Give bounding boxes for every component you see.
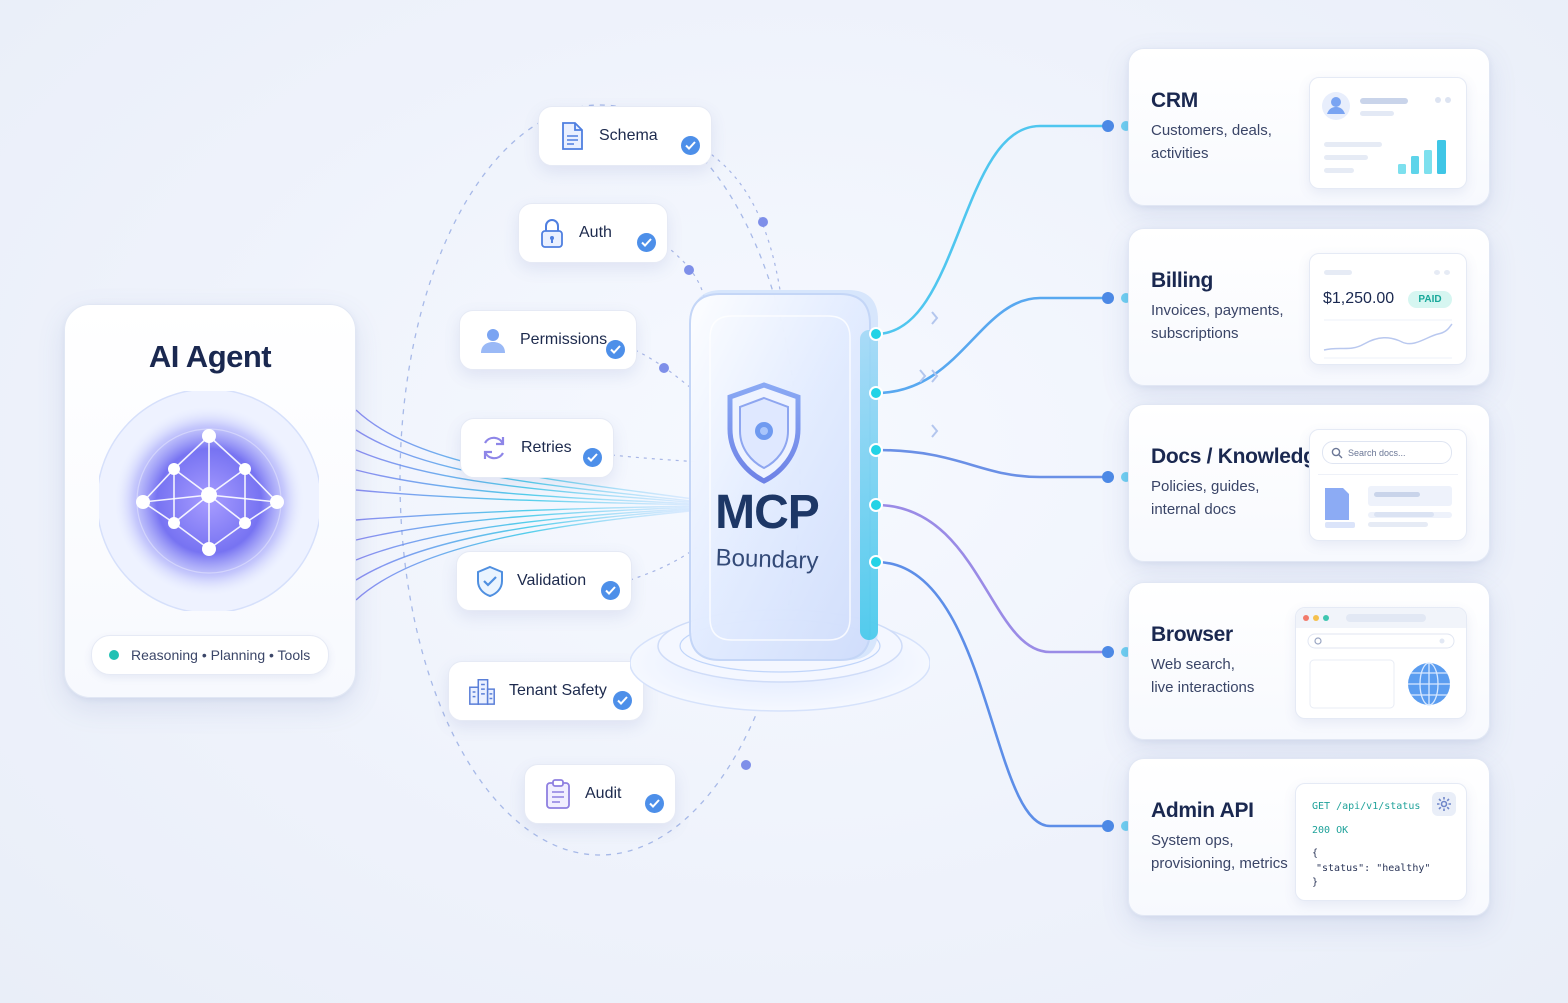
- policy-label: Tenant Safety: [509, 682, 607, 699]
- check-icon: [583, 448, 602, 467]
- neural-network-icon: [99, 391, 319, 611]
- shield-check-icon: [475, 565, 505, 597]
- service-title: Billing: [1151, 269, 1214, 292]
- building-icon: [467, 676, 497, 706]
- json-close-brace: }: [1312, 877, 1319, 888]
- mcp-boundary[interactable]: MCP Boundary: [630, 278, 930, 718]
- check-icon: [637, 233, 656, 252]
- service-title: Docs / Knowledge: [1151, 445, 1328, 468]
- policy-label: Audit: [585, 785, 622, 802]
- service-description: Web search,live interactions: [1151, 656, 1255, 696]
- service-description: System ops,provisioning, metrics: [1151, 832, 1288, 872]
- lock-icon: [537, 218, 567, 248]
- clipboard-icon: [543, 779, 573, 809]
- invoice-amount: $1,250.00: [1323, 290, 1395, 307]
- service-description: Invoices, payments,subscriptions: [1151, 302, 1284, 342]
- service-title: Admin API: [1151, 799, 1254, 822]
- status-dot: [109, 650, 119, 660]
- policy-chip-audit[interactable]: Audit: [524, 764, 676, 824]
- policy-label: Permissions: [520, 331, 608, 348]
- search-icon: [1331, 447, 1343, 458]
- service-title: CRM: [1151, 89, 1198, 112]
- browser-preview: [1295, 607, 1467, 719]
- glass-pillar: [630, 290, 930, 712]
- policy-chip-retries[interactable]: Retries: [460, 418, 614, 478]
- policy-label: Retries: [521, 439, 572, 456]
- agent-title: AI Agent: [148, 339, 272, 374]
- browser-window-illustration: [1296, 608, 1466, 709]
- service-title: Browser: [1151, 623, 1233, 646]
- settings-button[interactable]: [1432, 792, 1456, 816]
- paid-badge: PAID: [1408, 291, 1452, 308]
- service-description: Customers, deals,activities: [1151, 122, 1272, 162]
- agent-tagline: Reasoning • Planning • Tools: [131, 647, 311, 663]
- crm-preview: [1309, 77, 1467, 189]
- policy-chip-schema[interactable]: Schema: [538, 106, 712, 166]
- service-card-admin-api[interactable]: Admin API System ops,provisioning, metri…: [1128, 758, 1490, 916]
- policy-chip-tenant-safety[interactable]: Tenant Safety: [448, 661, 644, 721]
- check-icon: [613, 691, 632, 710]
- docs-search-box[interactable]: Search docs...: [1322, 441, 1452, 464]
- policy-chip-validation[interactable]: Validation: [456, 551, 632, 611]
- api-request: GET /api/v1/status: [1312, 801, 1421, 812]
- check-icon: [681, 136, 700, 155]
- globe-icon: [1408, 662, 1450, 706]
- policy-label: Validation: [517, 572, 587, 589]
- json-open-brace: {: [1312, 848, 1319, 859]
- json-body: "status": "healthy": [1316, 863, 1431, 874]
- check-icon: [601, 581, 620, 600]
- api-status: 200 OK: [1312, 825, 1349, 836]
- boundary-title: MCP: [715, 486, 820, 539]
- check-icon: [606, 340, 625, 359]
- billing-preview: $1,250.00 PAID: [1309, 253, 1467, 365]
- api-response-preview: GET /api/v1/status 200 OK { "status": "h…: [1295, 783, 1467, 901]
- docs-list-illustration: [1318, 474, 1458, 528]
- check-icon: [645, 794, 664, 813]
- user-icon: [478, 325, 508, 355]
- service-description: Policies, guides,internal docs: [1151, 478, 1260, 518]
- ai-agent-card[interactable]: AI Agent Reasoning • Pla: [64, 304, 356, 698]
- agent-capabilities-pill: Reasoning • Planning • Tools: [91, 635, 329, 675]
- service-card-browser[interactable]: Browser Web search,live interactions: [1128, 582, 1490, 740]
- refresh-icon: [479, 433, 509, 463]
- service-card-docs[interactable]: Docs / Knowledge Policies, guides,intern…: [1128, 404, 1490, 562]
- gear-icon: [1437, 797, 1451, 811]
- docs-search-placeholder: Search docs...: [1348, 447, 1406, 458]
- agent-fan: [355, 409, 701, 601]
- policy-label: Schema: [599, 127, 658, 144]
- shield-icon: [727, 382, 801, 484]
- service-card-billing[interactable]: Billing Invoices, payments,subscriptions…: [1128, 228, 1490, 386]
- revenue-sparkline: [1323, 319, 1453, 359]
- crm-dashboard-illustration: [1322, 92, 1451, 174]
- document-icon: [557, 121, 587, 151]
- docs-preview: Search docs...: [1309, 429, 1467, 541]
- policy-chip-permissions[interactable]: Permissions: [459, 310, 637, 370]
- service-card-crm[interactable]: CRM Customers, deals,activities: [1128, 48, 1490, 206]
- policy-label: Auth: [579, 224, 612, 241]
- policy-chip-auth[interactable]: Auth: [518, 203, 668, 263]
